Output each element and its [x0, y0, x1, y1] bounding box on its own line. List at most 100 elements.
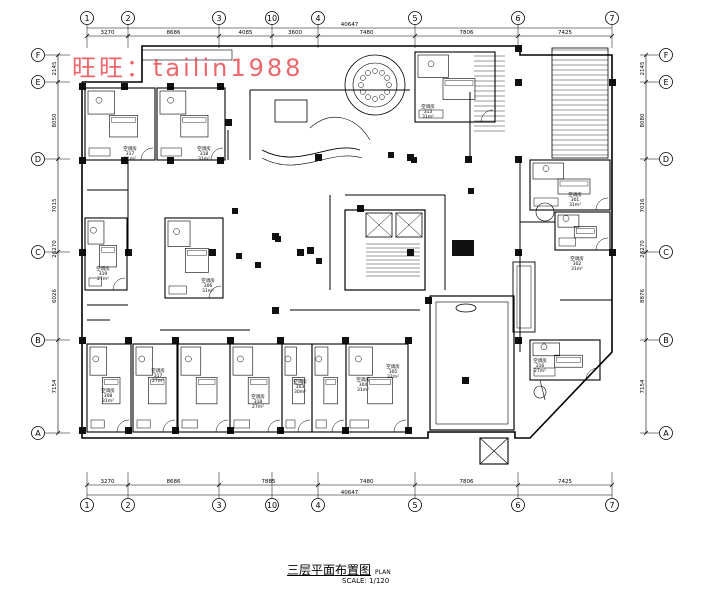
room-number: 319 [99, 271, 108, 277]
structural-column [515, 45, 522, 52]
room-wall [132, 343, 178, 433]
desk [160, 147, 182, 157]
structural-column [172, 337, 179, 344]
dimension-tick [55, 52, 61, 58]
room-number: 304 [359, 382, 368, 388]
structural-column [407, 154, 414, 161]
room-area: 31m² [102, 398, 114, 404]
column-axis-bubble [311, 498, 325, 512]
bed [148, 377, 167, 405]
toilet [540, 343, 548, 351]
row-axis-bubble [31, 152, 45, 166]
row-axis-bubble [659, 75, 673, 89]
row-axis-label: C [35, 248, 41, 257]
pillow [325, 379, 336, 385]
row-axis-bubble [659, 245, 673, 259]
structural-column [125, 249, 132, 256]
room-area: 31m² [124, 156, 136, 162]
room-wall [164, 217, 224, 299]
room-wall [84, 87, 156, 161]
plan-title-en: PLAN [375, 569, 391, 576]
dimension-tick [55, 156, 61, 162]
dimension-text: 7480 [360, 30, 374, 36]
row-axis-bubble [31, 333, 45, 347]
toilet [237, 355, 244, 363]
column-small [255, 262, 261, 268]
pillow [104, 379, 119, 385]
desk [136, 419, 151, 429]
bed [195, 377, 218, 405]
bed [573, 226, 597, 239]
elevator-cross [395, 212, 423, 238]
room-wall [414, 51, 496, 123]
structural-column [121, 83, 128, 90]
column-small [232, 208, 238, 214]
room-number: 317 [154, 373, 163, 379]
bathroom-wall [89, 346, 108, 376]
room-name: 空调房 [201, 277, 215, 284]
room-area: 27m² [534, 368, 546, 374]
plan-title-zh: 三层平面布置图 [287, 563, 372, 577]
bar-stool [358, 82, 364, 88]
structural-column [307, 247, 314, 254]
room-number: 305 [389, 369, 398, 375]
room-wall [311, 343, 347, 433]
room-number: 306 [204, 283, 213, 289]
plant [533, 385, 547, 399]
door-swing [480, 109, 494, 123]
pillow [182, 117, 207, 123]
structural-column [125, 427, 132, 434]
structural-column [125, 337, 132, 344]
dimension-tick [55, 337, 61, 343]
dimension-text: 7885 [262, 479, 276, 485]
curved-counter [309, 116, 371, 141]
column-axis-label: 1 [84, 14, 89, 23]
room-number: 318 [254, 399, 263, 405]
column-axis-bubble [212, 498, 226, 512]
door-swing [585, 367, 599, 381]
pillow [369, 379, 391, 385]
structural-column [79, 157, 86, 164]
door-swing [595, 197, 609, 211]
toilet [138, 355, 146, 363]
elevator-cross [365, 212, 393, 238]
bar-stool [372, 68, 378, 74]
column-axis-bubble [408, 11, 422, 25]
dimension-text: 8080 [640, 113, 646, 127]
dimension-text: 26270 [640, 240, 646, 258]
dimension-tick [609, 482, 615, 488]
bathroom-wall [284, 346, 297, 376]
structural-column [515, 156, 522, 163]
dimension-total: 40647 [341, 22, 359, 28]
structural-column [342, 337, 349, 344]
column-small [411, 157, 417, 163]
pillow [187, 250, 207, 256]
room-name: 空调房 [151, 367, 165, 374]
bed [442, 78, 476, 100]
bar-stool [372, 96, 378, 102]
desk [349, 419, 369, 429]
toilet [355, 355, 362, 363]
toilet [92, 355, 100, 363]
bar-stool [360, 89, 366, 95]
structural-column [217, 83, 224, 90]
room-name: 空调房 [421, 103, 435, 110]
room-wall [84, 217, 128, 291]
row-axis-bubble [659, 48, 673, 62]
column-axis-label: 4 [315, 501, 320, 510]
room-number: 313 [424, 109, 433, 115]
dimension-tick [643, 79, 649, 85]
pillow [576, 228, 595, 234]
furniture-layer [88, 54, 609, 433]
dimension-text: 7425 [558, 479, 572, 485]
pool-edge [435, 301, 509, 425]
row-axis-bubble [659, 333, 673, 347]
structural-column [515, 249, 522, 256]
